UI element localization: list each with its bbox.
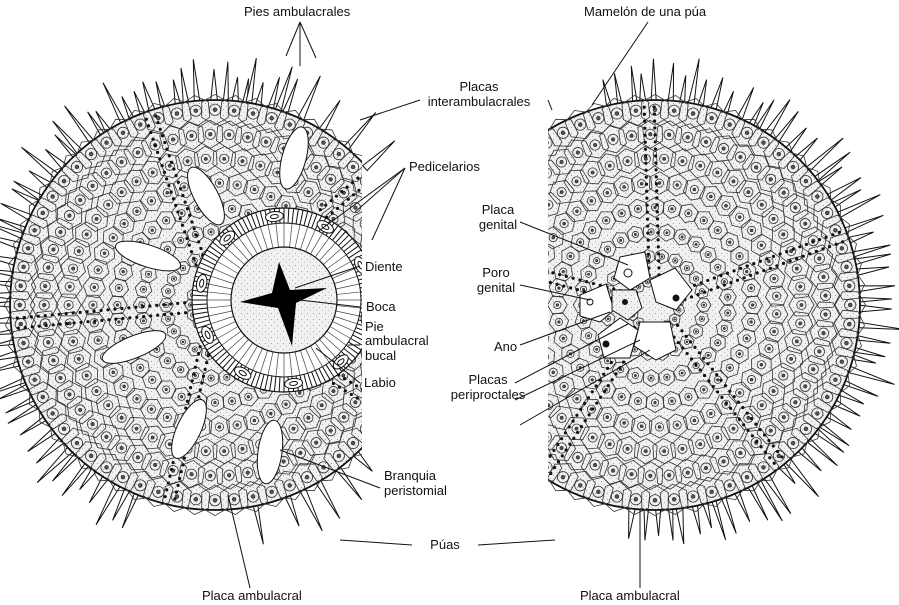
- label-pie-bucal-2: ambulacral: [365, 334, 429, 348]
- label-placas-peri-1: Placas: [448, 373, 528, 387]
- label-poro-2: genital: [470, 281, 522, 295]
- label-placas-peri-2: periproctales: [440, 388, 536, 402]
- label-placa-genital-1: Placa: [468, 203, 528, 217]
- label-ano: Ano: [494, 340, 517, 354]
- label-pie-bucal-1: Pie: [365, 320, 384, 334]
- label-placas-inter-2: interambulacrales: [420, 95, 538, 109]
- label-placa-ambulacral-right: Placa ambulacral: [580, 589, 680, 603]
- label-pedicelarios: Pedicelarios: [409, 160, 480, 174]
- label-pies-ambulacrales: Pies ambulacrales: [244, 5, 350, 19]
- label-placa-genital-2: genital: [468, 218, 528, 232]
- label-mamelon: Mamelón de una púa: [584, 5, 706, 19]
- label-branquia-1: Branquia: [384, 469, 436, 483]
- label-placa-ambulacral-left: Placa ambulacral: [202, 589, 302, 603]
- label-poro-1: Poro: [470, 266, 522, 280]
- label-branquia-2: peristomial: [384, 484, 447, 498]
- label-puas: Púas: [414, 538, 476, 552]
- label-diente: Diente: [365, 260, 403, 274]
- label-labio: Labio: [364, 376, 396, 390]
- label-pie-bucal-3: bucal: [365, 349, 396, 363]
- label-placas-inter-1: Placas: [424, 80, 534, 94]
- label-boca: Boca: [366, 300, 396, 314]
